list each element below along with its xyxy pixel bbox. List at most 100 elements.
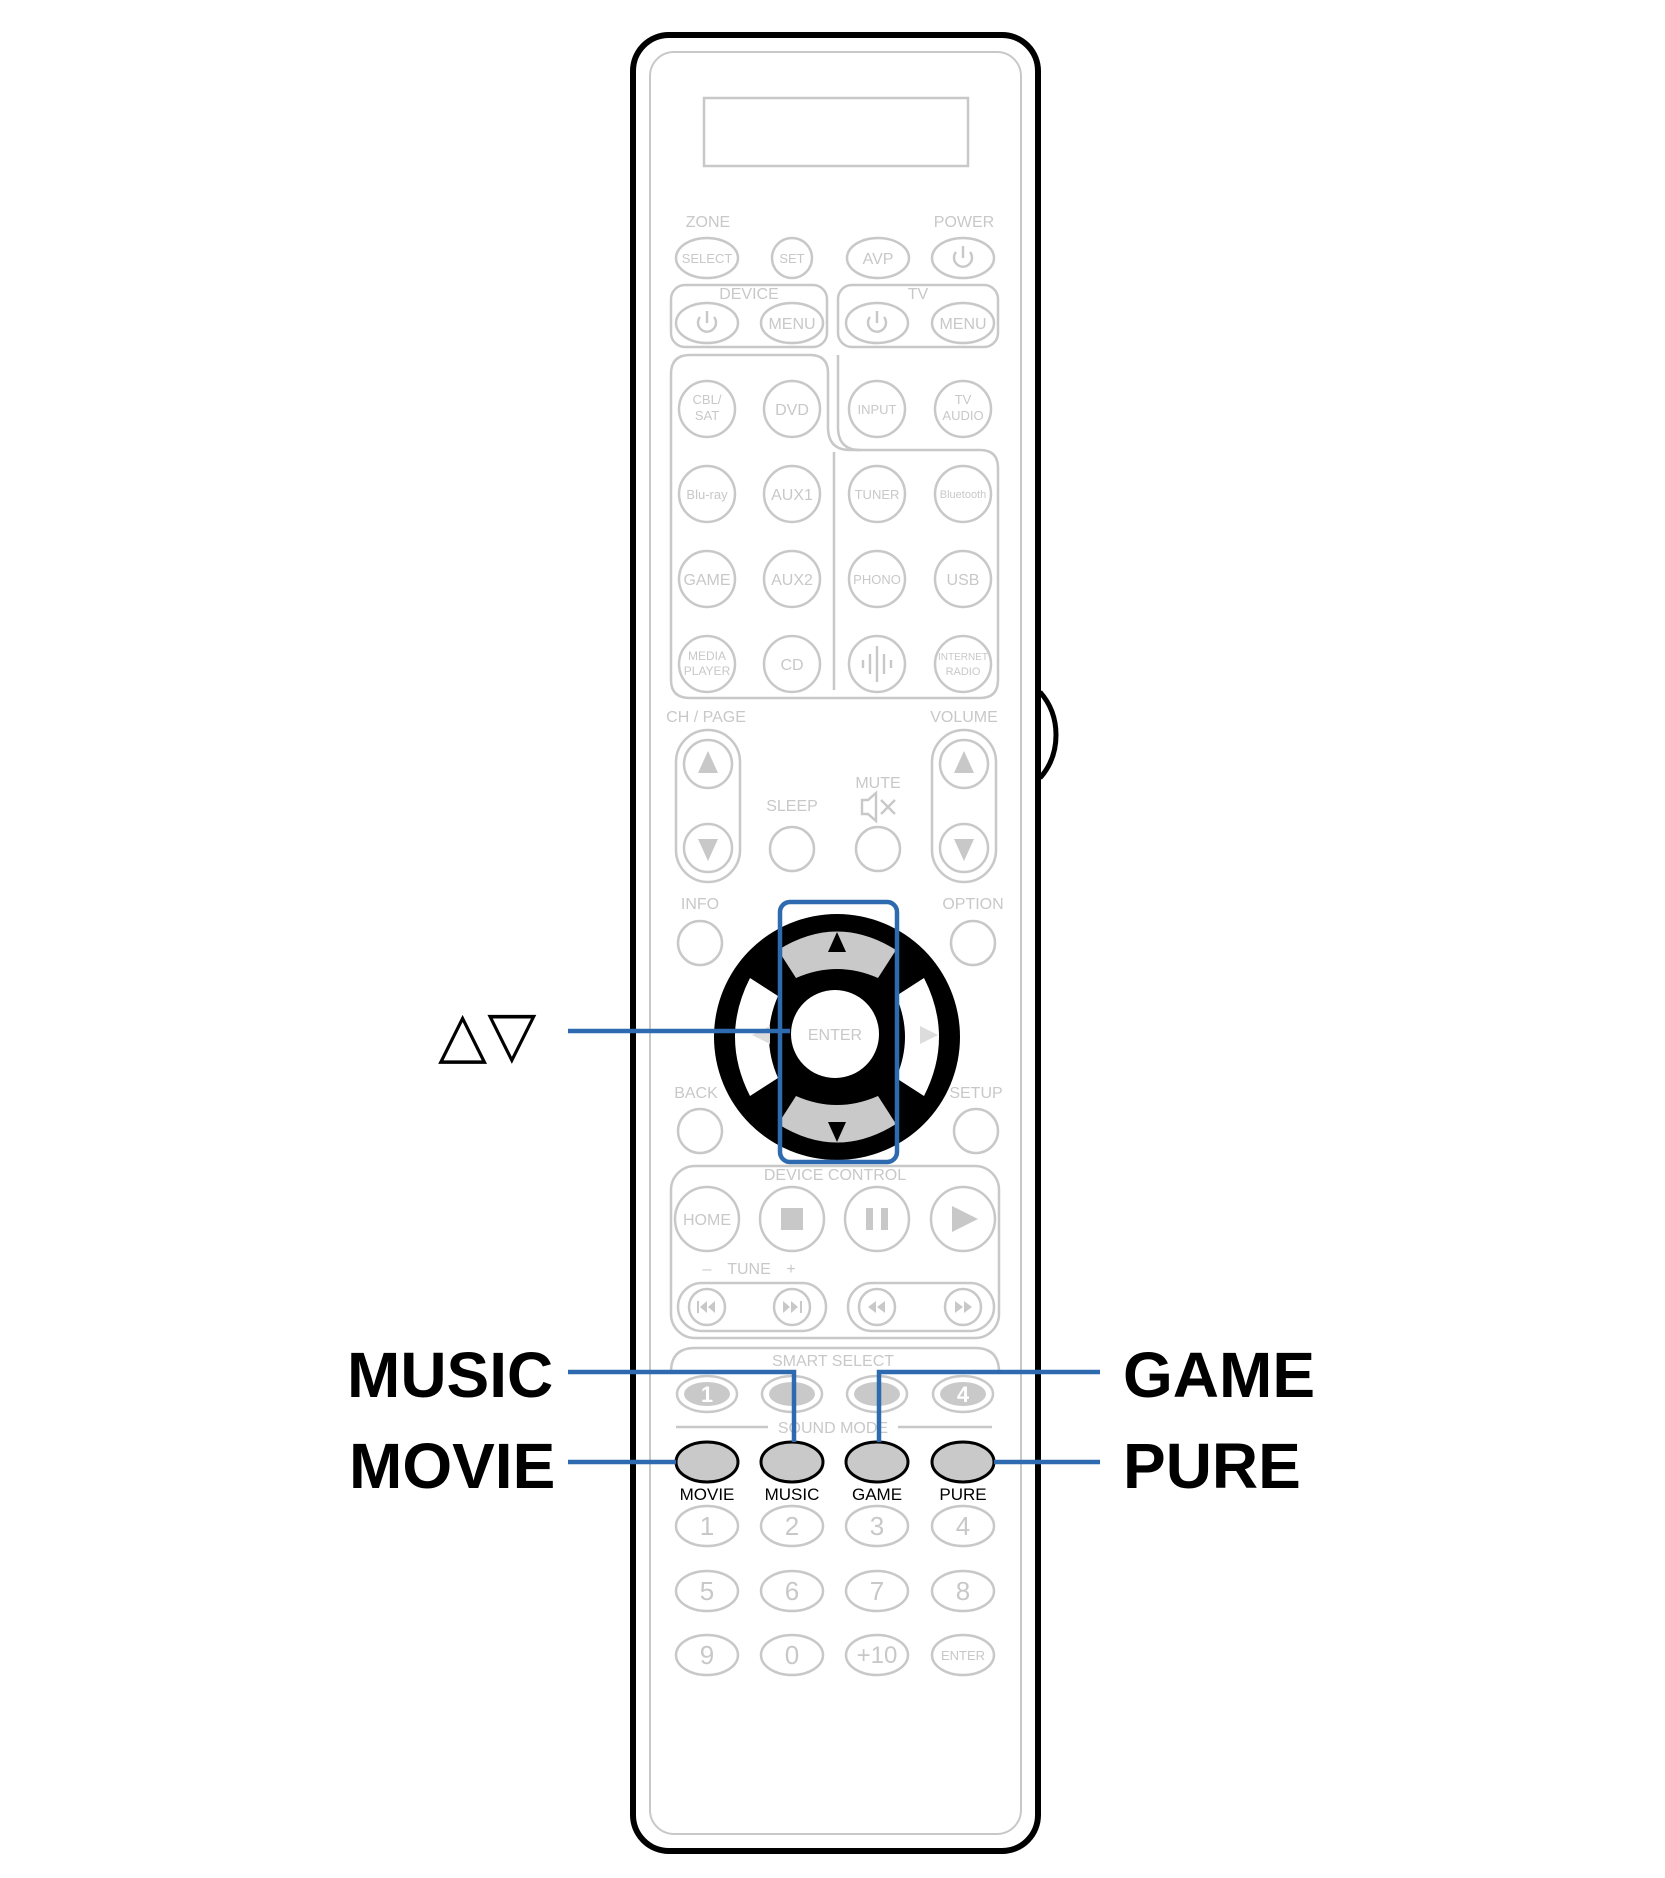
aux1-button[interactable]: AUX1 [762,464,822,524]
tune-plus-button[interactable] [772,1287,812,1327]
volume-rocker [930,728,998,884]
cd-label: CD [780,657,803,674]
volume-label: VOLUME [930,709,998,726]
zone-select-label: SELECT [682,251,733,266]
power-button[interactable] [930,236,996,280]
aux2-label: AUX2 [771,572,813,589]
tv-power-button[interactable] [844,301,910,345]
mute-label: MUTE [855,775,900,792]
bluetooth-label: Bluetooth [940,489,986,501]
keypad-enter-button[interactable]: ENTER [930,1633,996,1677]
fast-forward-button[interactable] [943,1287,983,1327]
keypad-6-button[interactable]: 6 [759,1569,825,1613]
aux2-button[interactable]: AUX2 [762,549,822,609]
remote-inner-outline [649,51,1022,1835]
sleep-button[interactable] [768,825,816,873]
right-arrow-icon [920,1026,938,1044]
tuner-button[interactable]: TUNER [847,464,907,524]
callout-movie: MOVIE [349,1430,555,1502]
game-source-button[interactable]: GAME [677,549,737,609]
tv-audio-label-1: TV [955,392,972,407]
tune-label: TUNE [727,1261,771,1278]
setup-button[interactable] [952,1107,1000,1155]
cursor-down-button[interactable] [778,1096,896,1143]
cursor-up-button[interactable] [778,931,896,979]
fast-forward-icon [955,1301,972,1313]
device-control-label: DEVICE CONTROL [764,1167,906,1184]
ch-page-down-button[interactable] [682,822,734,874]
sound-mode-pure-button[interactable] [930,1440,996,1484]
dvd-button[interactable]: DVD [762,379,822,439]
play-button[interactable] [929,1185,997,1253]
tv-input-button[interactable]: INPUT [847,379,907,439]
bluray-button[interactable]: Blu-ray [677,464,737,524]
keypad-7-button[interactable]: 7 [844,1569,910,1613]
device-group-frame [669,283,829,349]
zone-set-button[interactable]: SET [770,236,814,280]
stop-icon [781,1208,803,1230]
zone-label: ZONE [686,214,730,231]
cursor-right-button[interactable] [896,978,939,1096]
internet-radio-label-1: INTERNET [938,652,988,663]
keypad-3-button[interactable]: 3 [844,1504,910,1548]
leader-music [568,1369,797,1442]
callout-pure: PURE [1123,1430,1301,1502]
tv-audio-button[interactable]: TV AUDIO [933,379,993,439]
heos-button[interactable] [847,634,907,694]
home-button[interactable]: HOME [673,1185,741,1253]
tv-power-icon [866,311,888,333]
callout-cursor-updown: △▽ [438,998,537,1070]
smart-select-4-button[interactable]: 4 [931,1374,995,1414]
keypad-4-button[interactable]: 4 [930,1504,996,1548]
keypad-8-button[interactable]: 8 [930,1569,996,1613]
tune-minus-button[interactable] [687,1287,727,1327]
ch-page-up-button[interactable] [682,738,734,790]
keypad-9-button[interactable]: 9 [674,1633,740,1677]
zone-select-button[interactable]: SELECT [674,236,740,280]
sound-mode-movie-button[interactable] [674,1440,740,1484]
option-button[interactable] [949,919,997,967]
enter-button[interactable] [791,990,879,1078]
rewind-button[interactable] [857,1287,897,1327]
cbl-sat-button[interactable]: CBL/ SAT [677,379,737,439]
tune-plus-label: + [786,1261,795,1278]
info-button[interactable] [676,919,724,967]
down-arrow-icon [828,1122,846,1142]
usb-button[interactable]: USB [933,549,993,609]
mute-button[interactable] [854,825,902,873]
keypad-5-button[interactable]: 5 [674,1569,740,1613]
device-menu-button[interactable]: MENU [759,301,825,345]
sound-mode-game-button[interactable] [844,1440,910,1484]
smart-select-1-button[interactable]: 1 [675,1374,739,1414]
volume-down-button[interactable] [938,822,990,874]
device-label: DEVICE [719,286,779,303]
tune-rocker [676,1281,828,1333]
source-group-frame-tv [836,355,861,452]
ch-page-rocker [674,728,742,884]
sound-mode-music-button[interactable] [759,1440,825,1484]
tv-menu-button[interactable]: MENU [930,301,996,345]
bluetooth-button[interactable]: Bluetooth [933,464,993,524]
phono-button[interactable]: PHONO [847,549,907,609]
skip-back-icon [697,1301,715,1313]
sound-mode-game-label: GAME [852,1485,902,1504]
smart-select-1-label: 1 [701,1382,713,1407]
keypad-1-button[interactable]: 1 [674,1504,740,1548]
internet-radio-button[interactable]: INTERNET RADIO [933,634,993,694]
back-button[interactable] [676,1107,724,1155]
device-power-button[interactable] [674,301,740,345]
pause-button[interactable] [843,1185,911,1253]
keypad-plus10-button[interactable]: +10 [844,1633,910,1677]
keypad-0-button[interactable]: 0 [759,1633,825,1677]
enter-label: ENTER [808,1027,862,1044]
keypad-2-button[interactable]: 2 [759,1504,825,1548]
cd-button[interactable]: CD [762,634,822,694]
avp-button[interactable]: AVP [845,236,911,280]
up-arrow-icon [828,932,846,952]
tv-label: TV [908,286,929,303]
media-player-button[interactable]: MEDIA PLAYER [677,634,737,694]
stop-button[interactable] [758,1185,826,1253]
keypad-2-label: 2 [785,1511,799,1541]
volume-up-button[interactable] [938,738,990,790]
